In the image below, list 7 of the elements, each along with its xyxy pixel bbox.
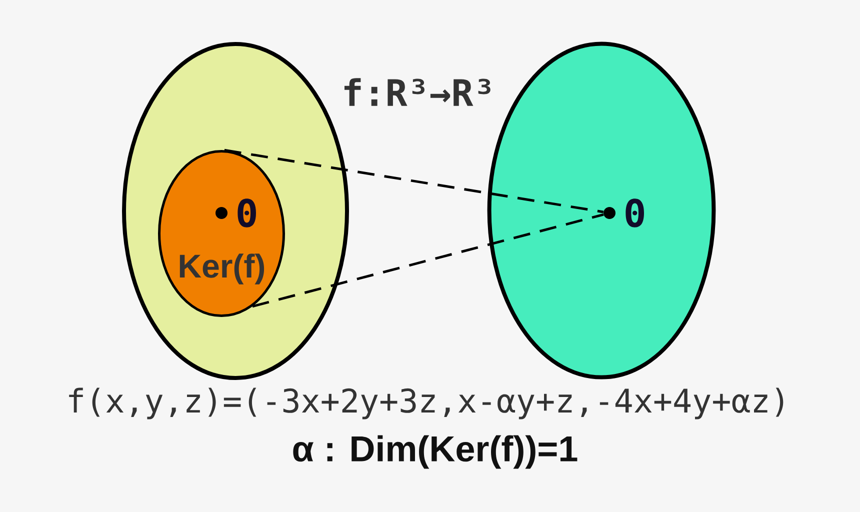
zero-label: 0 — [238, 198, 256, 228]
formula-text: f(x,y,z)=(-3x+2y+3z,x-αy+z,-4x+4y+αz) — [69, 388, 784, 420]
mapping-label: f:R³→R³ — [344, 78, 490, 106]
dashed-line — [252, 213, 604, 308]
condition-text: α : Dim(Ker(f))=1 — [293, 435, 578, 469]
zero-label: 0 — [626, 198, 644, 228]
dashed-line — [224, 148, 604, 214]
